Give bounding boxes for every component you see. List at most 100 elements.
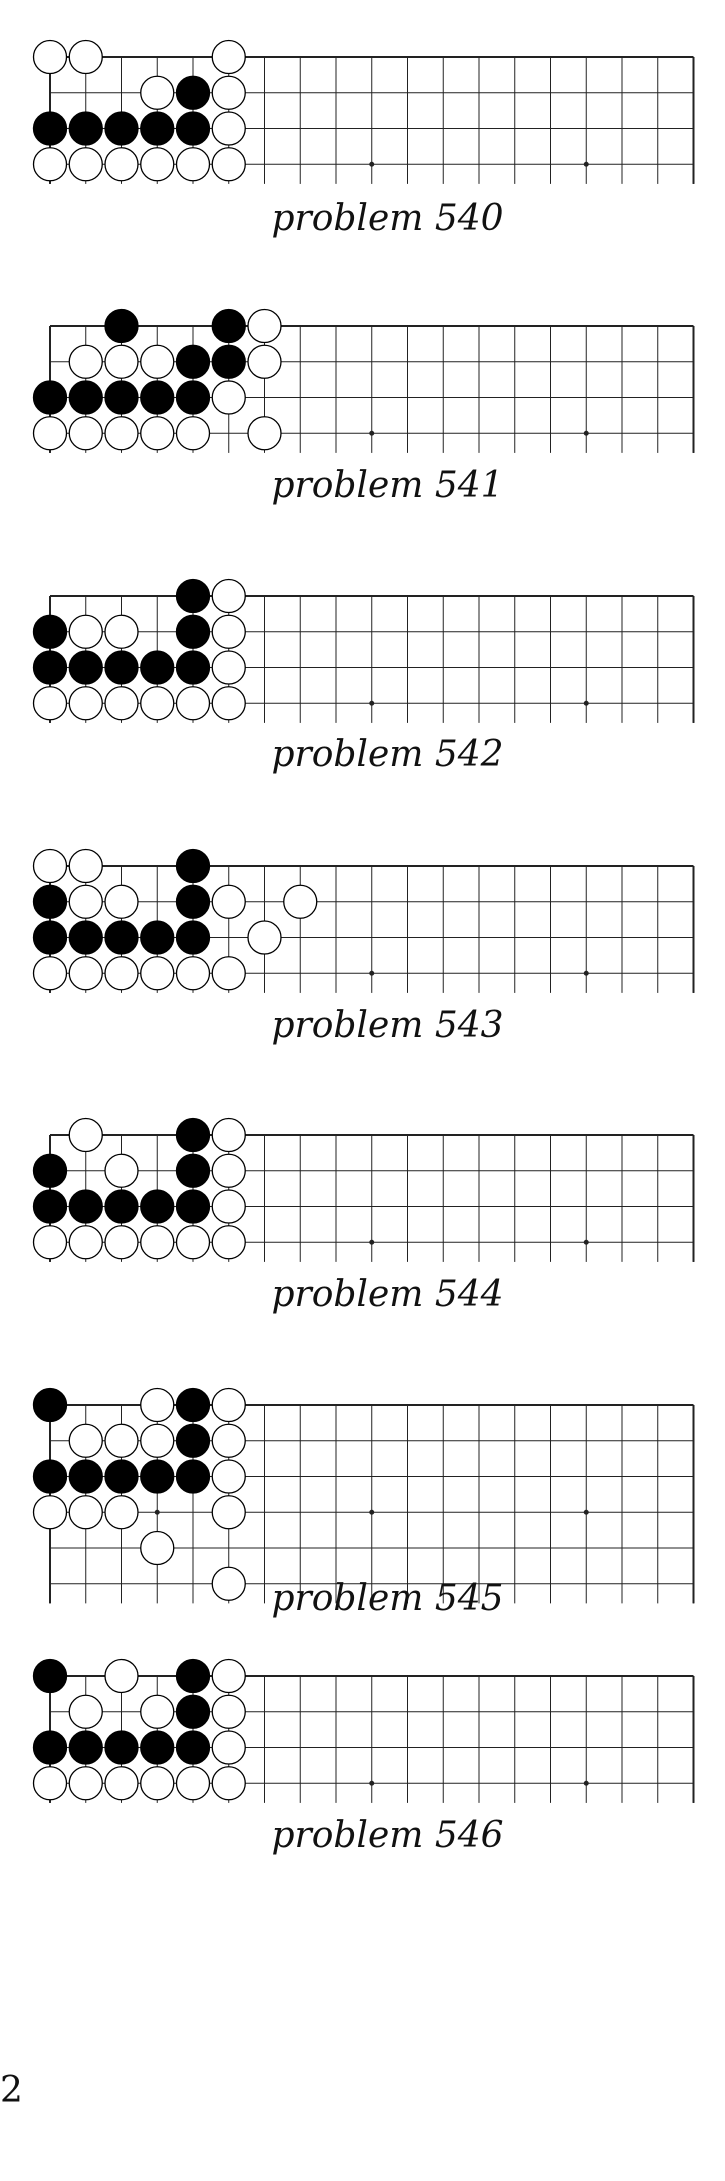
white-stone — [32, 848, 68, 884]
white-stone — [211, 39, 246, 75]
black-stone — [32, 1153, 68, 1188]
black-stone — [211, 344, 246, 379]
white-stone — [68, 1225, 103, 1260]
black-stone — [175, 848, 211, 884]
white-stone — [211, 147, 246, 182]
white-stone — [211, 1225, 246, 1260]
white-stone — [247, 416, 282, 451]
white-stone — [32, 1766, 68, 1801]
black-stone — [32, 650, 68, 685]
star-point — [369, 1509, 375, 1515]
white-stone — [68, 147, 103, 182]
white-stone — [68, 884, 103, 919]
star-point — [369, 430, 375, 436]
star-point — [583, 1780, 589, 1786]
black-stone — [104, 1459, 139, 1494]
go-board[interactable] — [0, 1651, 725, 1834]
white-stone — [68, 956, 103, 991]
white-stone — [211, 1766, 246, 1801]
star-point — [583, 1239, 589, 1245]
go-board[interactable] — [0, 1380, 725, 1635]
black-stone — [104, 1189, 139, 1224]
black-stone — [175, 1189, 211, 1224]
star-point — [369, 161, 375, 167]
white-stone — [32, 686, 68, 721]
go-problem: problem 546 — [0, 1651, 725, 1909]
white-stone — [175, 686, 211, 721]
white-stone — [211, 1117, 246, 1153]
white-stone — [68, 848, 103, 884]
go-board[interactable] — [0, 571, 725, 754]
black-stone — [32, 920, 68, 955]
white-stone — [283, 884, 318, 919]
star-point — [583, 161, 589, 167]
white-stone — [140, 1387, 175, 1423]
star-point — [369, 700, 375, 706]
black-stone — [175, 1117, 211, 1153]
black-stone — [175, 1387, 211, 1423]
black-stone — [175, 614, 211, 649]
white-stone — [32, 1225, 68, 1260]
go-board[interactable] — [0, 301, 725, 484]
black-stone — [175, 1730, 211, 1765]
black-stone — [68, 1730, 103, 1765]
go-problem: problem 542 — [0, 571, 725, 828]
white-stone — [247, 344, 282, 379]
white-stone — [140, 147, 175, 182]
go-problem: problem 540 — [0, 32, 725, 292]
black-stone — [140, 1189, 175, 1224]
white-stone — [32, 147, 68, 182]
white-stone — [211, 956, 246, 991]
white-stone — [68, 1495, 103, 1530]
problem-caption: problem 545 — [271, 1578, 504, 1619]
white-stone — [211, 1153, 246, 1188]
white-stone — [211, 1694, 246, 1729]
white-stone — [211, 1495, 246, 1530]
black-stone — [68, 111, 103, 146]
white-stone — [211, 1730, 246, 1765]
black-stone — [32, 614, 68, 649]
white-stone — [32, 416, 68, 451]
white-stone — [68, 416, 103, 451]
white-stone — [175, 147, 211, 182]
black-stone — [104, 650, 139, 685]
white-stone — [104, 1495, 139, 1530]
star-point — [369, 1780, 375, 1786]
black-stone — [175, 578, 211, 614]
black-stone — [104, 1730, 139, 1765]
white-stone — [211, 75, 246, 110]
black-stone — [140, 920, 175, 955]
white-stone — [247, 920, 282, 955]
white-stone — [104, 884, 139, 919]
white-stone — [104, 1423, 139, 1458]
black-stone — [104, 380, 139, 415]
problem-caption: problem 542 — [271, 734, 504, 775]
white-stone — [211, 650, 246, 685]
black-stone — [32, 111, 68, 146]
black-stone — [32, 884, 68, 919]
star-point — [583, 700, 589, 706]
black-stone — [175, 380, 211, 415]
white-stone — [211, 1423, 246, 1458]
white-stone — [104, 1153, 139, 1188]
problem-caption: problem 543 — [271, 1005, 504, 1046]
star-point — [369, 970, 375, 976]
go-board[interactable] — [0, 1110, 725, 1293]
black-stone — [175, 344, 211, 379]
white-stone — [140, 1766, 175, 1801]
star-point — [583, 430, 589, 436]
black-stone — [104, 308, 139, 344]
white-stone — [68, 1423, 103, 1458]
star-point — [583, 1509, 589, 1515]
black-stone — [175, 884, 211, 919]
go-board[interactable] — [0, 32, 725, 215]
white-stone — [32, 956, 68, 991]
white-stone — [211, 380, 246, 415]
go-board[interactable] — [0, 841, 725, 1024]
white-stone — [68, 686, 103, 721]
black-stone — [175, 650, 211, 685]
go-problem: problem 544 — [0, 1110, 725, 1368]
black-stone — [68, 650, 103, 685]
white-stone — [247, 308, 282, 344]
white-stone — [211, 1459, 246, 1494]
